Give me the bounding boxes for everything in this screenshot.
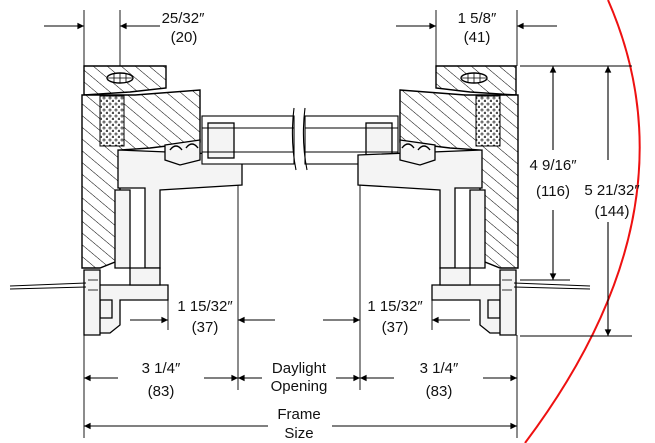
dim-sightline-right-metric: (37) (382, 319, 409, 336)
right-foam-insulation (475, 95, 501, 147)
dim-sightline-right-fraction: 1 15/32″ (367, 298, 423, 315)
left-foam-insulation (99, 95, 125, 147)
dim-top-right-fraction: 1 5/8″ (458, 10, 497, 27)
dim-sightline-left-fraction: 1 15/32″ (177, 298, 233, 315)
right-glazing-bead (399, 139, 436, 166)
extension-lines (83, 10, 632, 438)
right-exterior-trim (513, 282, 591, 287)
right-screw-icon (460, 72, 488, 84)
frame-size-label-2: Size (284, 425, 313, 442)
dim-frame-right-metric: (83) (426, 383, 453, 400)
dim-arrows-horizontal (84, 374, 517, 430)
frame-size-label-1: Frame (277, 406, 320, 423)
dim-frame-right-fraction: 3 1/4″ (420, 360, 459, 377)
dim-frame-left-metric: (83) (148, 383, 175, 400)
dim-frame-left-fraction: 3 1/4″ (142, 360, 181, 377)
left-screw-icon (106, 72, 134, 84)
glass-break-lines (291, 107, 308, 171)
right-aluminum-frame (357, 149, 517, 336)
left-jamb-section (9, 65, 243, 336)
dim-top-right-metric: (41) (464, 29, 491, 46)
dim-sash-height-metric: (116) (536, 183, 570, 200)
daylight-opening-label-2: Opening (271, 378, 328, 395)
dim-sash-height-fraction: 4 9/16″ (529, 157, 577, 174)
dim-sightline-left-metric: (37) (192, 319, 219, 336)
dim-top-left-metric: (20) (171, 29, 198, 46)
dim-arrows-vertical (549, 66, 612, 336)
detail-boundary-arc (524, 0, 641, 443)
right-jamb-section (357, 65, 591, 336)
dim-frame-height-fraction: 5 21/32″ (584, 182, 640, 199)
dim-top-left-fraction: 25/32″ (162, 10, 206, 27)
left-exterior-trim (9, 282, 87, 287)
daylight-opening-label-1: Daylight (272, 360, 327, 377)
left-aluminum-frame (83, 149, 243, 336)
dim-frame-height-metric: (144) (594, 203, 629, 220)
left-glazing-bead (164, 139, 201, 166)
